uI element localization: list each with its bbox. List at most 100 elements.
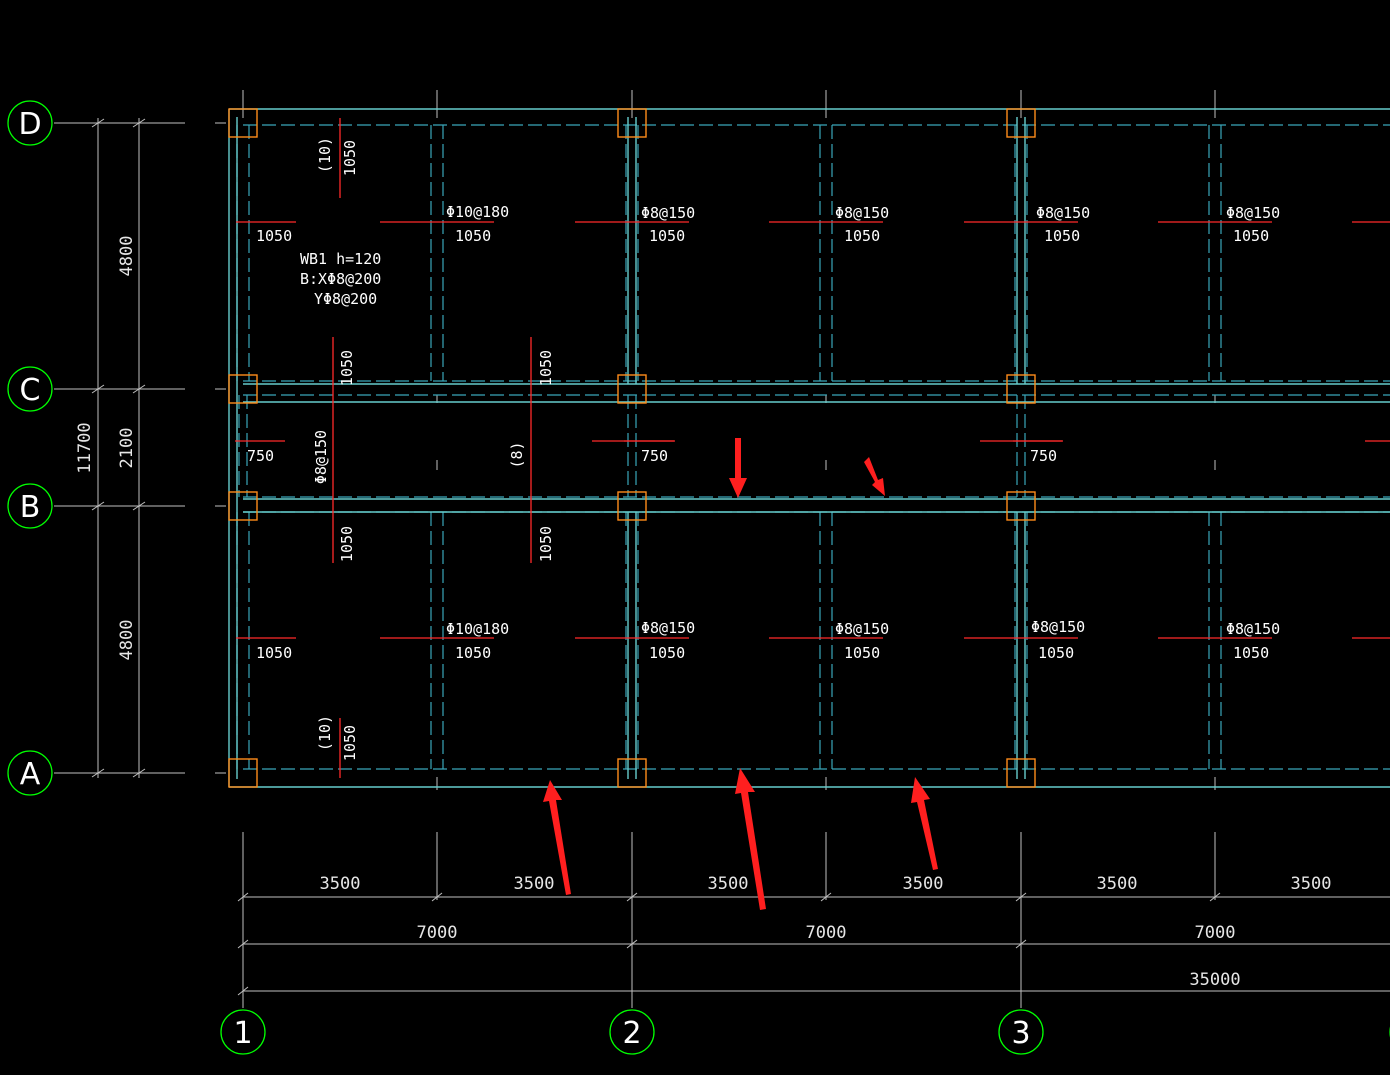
column: [228, 491, 258, 521]
slab-note-line1: WB1 h=120: [300, 250, 381, 268]
dim-tick: [91, 768, 105, 778]
slab-note-line2: B:XΦ8@200: [300, 270, 381, 288]
column: [1006, 374, 1036, 404]
top-rebar-spec-2: Φ10@180: [446, 203, 509, 221]
dim-tick: [431, 892, 443, 902]
column: [1006, 758, 1036, 788]
column: [1006, 491, 1036, 521]
vert-mid-dn-len-2: 1050: [537, 526, 555, 562]
top-rebar-spec-6: Φ8@150: [1226, 204, 1280, 222]
top-rebar-len-6: 1050: [1233, 227, 1269, 245]
axis-bubble-C: C: [7, 366, 53, 412]
column: [228, 374, 258, 404]
axis-bubble-B: B: [7, 483, 53, 529]
left-dim-total-11700: 11700: [75, 422, 95, 473]
axis-bubble-1: 1: [220, 1009, 266, 1055]
bottom-dim-7000-3: 7000: [1195, 923, 1236, 943]
column: [228, 108, 258, 138]
axis-label-2: 2: [622, 1016, 641, 1051]
dim-tick: [91, 118, 105, 128]
left-dim-4800-bottom: 4800: [117, 620, 137, 661]
vert-mid-dn-len-1: 1050: [338, 526, 356, 562]
vert-mid-up-len-2: 1050: [537, 350, 555, 386]
axis-bubble-2: 2: [609, 1009, 655, 1055]
bottom-rebar-spec-2: Φ10@180: [446, 620, 509, 638]
axis-bubble-D: D: [7, 100, 53, 146]
bottom-rebar-spec-5: Φ8@150: [1031, 618, 1085, 636]
top-rebar-spec-5: Φ8@150: [1036, 204, 1090, 222]
vert-bot-tag: (10): [316, 715, 334, 751]
dim-tick: [1015, 939, 1027, 949]
top-rebar-spec-4: Φ8@150: [835, 204, 889, 222]
bottom-rebar-len-2: 1050: [455, 644, 491, 662]
top-rebar-len-1: 1050: [256, 227, 292, 245]
column: [617, 758, 647, 788]
arrow-up-center: [735, 768, 766, 910]
bottom-rebar-len-6: 1050: [1233, 644, 1269, 662]
dim-tick: [626, 939, 638, 949]
dim-tick: [132, 501, 146, 511]
left-dim-2100: 2100: [117, 428, 137, 469]
bottom-rebar-len-4: 1050: [844, 644, 880, 662]
dim-tick: [1015, 892, 1027, 902]
axis-label-3: 3: [1011, 1016, 1030, 1051]
bottom-rebar-spec-3: Φ8@150: [641, 619, 695, 637]
column: [228, 758, 258, 788]
top-rebar-spec-3: Φ8@150: [641, 204, 695, 222]
bottom-dim-3500-6: 3500: [1291, 874, 1332, 894]
axis-bubble-A: A: [7, 750, 53, 796]
axis-bubble-3: 3: [998, 1009, 1044, 1055]
left-dim-4800-top: 4800: [117, 236, 137, 277]
bottom-rebar-len-1: 1050: [256, 644, 292, 662]
top-rebar-len-2: 1050: [455, 227, 491, 245]
axis-label-1: 1: [233, 1016, 252, 1051]
top-rebar-len-5: 1050: [1044, 227, 1080, 245]
arrow-down-center: [729, 438, 747, 498]
dim-tick: [91, 501, 105, 511]
arrow-up-right: [911, 777, 938, 870]
axis-label-B: B: [20, 490, 41, 525]
beam-solid-lines: [228, 108, 1390, 788]
bottom-rebar-spec-6: Φ8@150: [1226, 620, 1280, 638]
column: [1006, 108, 1036, 138]
bottom-dim-3500-4: 3500: [903, 874, 944, 894]
bottom-dim-7000-2: 7000: [806, 923, 847, 943]
axis-label-D: D: [18, 107, 41, 142]
dim-tick: [132, 384, 146, 394]
dim-tick: [91, 384, 105, 394]
axis-label-A: A: [20, 757, 41, 792]
bottom-rebar-spec-4: Φ8@150: [835, 620, 889, 638]
bottom-dim-7000-1: 7000: [417, 923, 458, 943]
dim-tick: [820, 892, 832, 902]
dim-tick: [237, 986, 249, 996]
column: [617, 491, 647, 521]
slab-note-line3: YΦ8@200: [314, 290, 377, 308]
vert-mid-spec: Φ8@150: [312, 430, 330, 484]
vert-top-tag: (10): [316, 137, 334, 173]
dim-tick: [237, 892, 249, 902]
vert-bot-len: 1050: [341, 725, 359, 761]
bottom-dim-3500-1: 3500: [320, 874, 361, 894]
middle-rebar-len-2: 750: [641, 447, 668, 465]
dim-tick: [626, 892, 638, 902]
bottom-dim-3500-2: 3500: [514, 874, 555, 894]
middle-rebar-len-3: 750: [1030, 447, 1057, 465]
bottom-rebar-len-5: 1050: [1038, 644, 1074, 662]
dim-tick: [1209, 892, 1221, 902]
bottom-rebar-len-3: 1050: [649, 644, 685, 662]
annotation-arrows: [543, 438, 938, 910]
columns: [228, 108, 1036, 788]
dim-tick: [237, 939, 249, 949]
vert-top-len: 1050: [341, 140, 359, 176]
rebar-lines: [235, 118, 1390, 778]
column: [617, 374, 647, 404]
top-rebar-len-3: 1050: [649, 227, 685, 245]
vert-mid-up-len-1: 1050: [338, 350, 356, 386]
dim-tick: [132, 768, 146, 778]
bottom-dim-3500-3: 3500: [708, 874, 749, 894]
column: [617, 108, 647, 138]
grid-lines: [54, 90, 1390, 1008]
arrow-down-right: [864, 457, 885, 496]
middle-rebar-len-1: 750: [247, 447, 274, 465]
dim-tick: [132, 118, 146, 128]
